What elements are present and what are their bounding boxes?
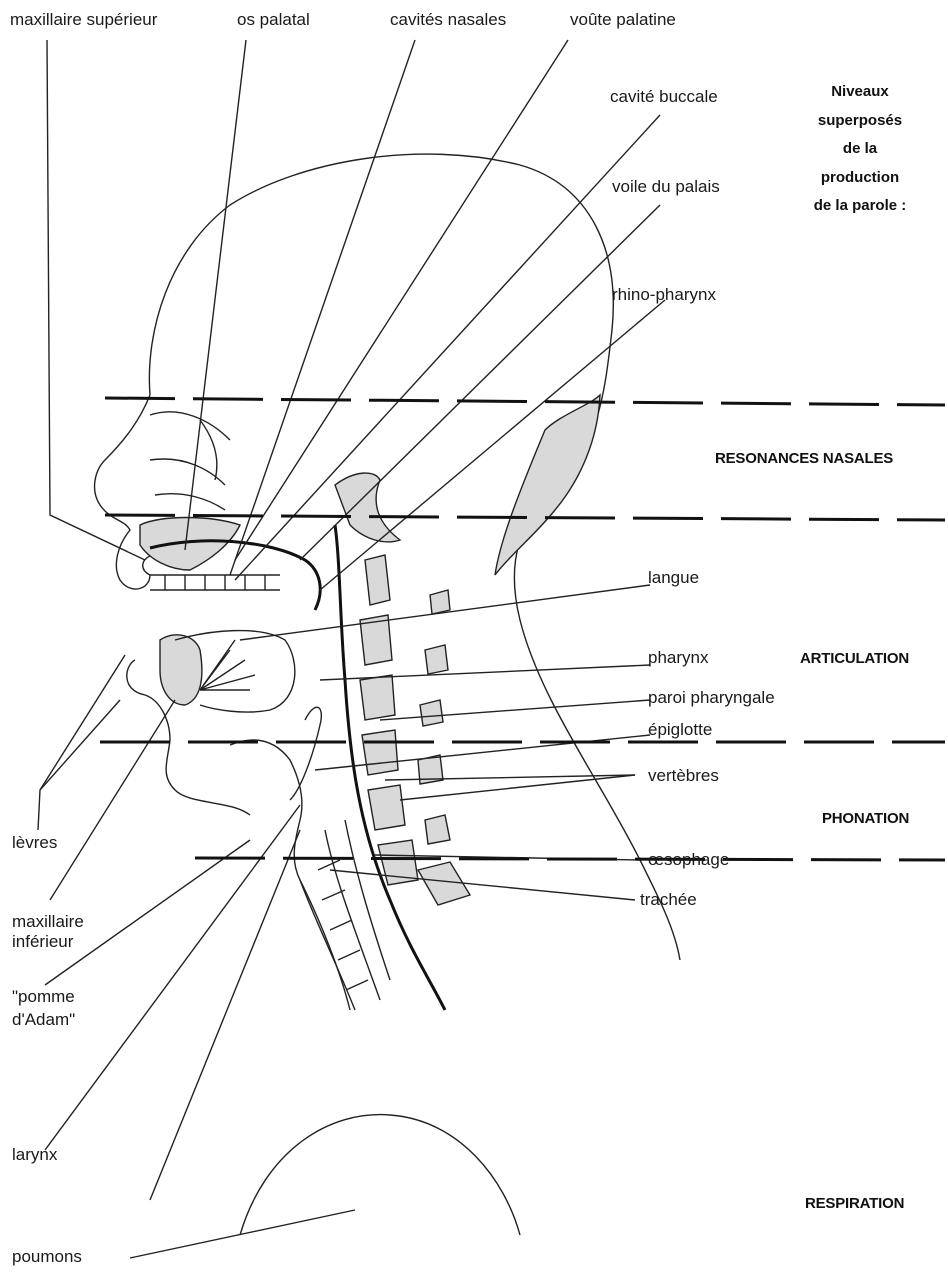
- vertebrae-column: [360, 555, 470, 905]
- label-trachee: trachée: [640, 890, 697, 910]
- level-resonances-nasales: RESONANCES NASALES: [715, 450, 893, 467]
- header-line: de la parole :: [780, 192, 940, 221]
- epiglottis: [290, 707, 321, 800]
- spinous-process: [425, 645, 448, 674]
- label-epiglotte: épiglotte: [648, 720, 712, 740]
- trachea: [300, 860, 368, 1010]
- vertebra: [360, 615, 392, 665]
- label-pomme-adam-1: "pomme: [12, 987, 75, 1007]
- tongue-fibers: [200, 640, 255, 690]
- header-line: de la: [780, 135, 940, 164]
- label-pomme-adam-2: d'Adam": [12, 1010, 75, 1030]
- vertebra: [360, 675, 395, 720]
- leader-lines: [38, 40, 665, 1258]
- label-paroi-pharyngale: paroi pharyngale: [648, 688, 775, 708]
- level-phonation: PHONATION: [822, 810, 909, 827]
- vertebra: [362, 730, 398, 775]
- label-voute-palatine: voûte palatine: [570, 10, 676, 30]
- vertebra: [368, 785, 405, 830]
- level-divider-1: [105, 398, 945, 405]
- label-levres: lèvres: [12, 833, 57, 853]
- hard-palate-bone: [140, 518, 240, 571]
- label-larynx: larynx: [12, 1145, 57, 1165]
- label-langue: langue: [648, 568, 699, 588]
- nasal-turbinates: [150, 412, 230, 510]
- label-maxillaire-superieur: maxillaire supérieur: [10, 10, 157, 30]
- label-rhino-pharynx: rhino-pharynx: [612, 285, 716, 305]
- level-respiration: RESPIRATION: [805, 1195, 904, 1212]
- label-poumons: poumons: [12, 1247, 82, 1267]
- occipital-bone: [495, 395, 600, 575]
- header-line: production: [780, 164, 940, 193]
- label-oesophage: œsophage: [648, 850, 729, 870]
- lungs-outline: [240, 1115, 520, 1235]
- head-outline: [149, 154, 680, 960]
- label-cavites-nasales: cavités nasales: [390, 10, 506, 30]
- label-os-palatal: os palatal: [237, 10, 310, 30]
- label-voile-du-palais: voile du palais: [612, 177, 720, 197]
- spinous-process: [420, 700, 443, 726]
- header-line: Niveaux: [780, 78, 940, 107]
- spinous-process: [425, 815, 450, 844]
- level-divider-4: [195, 858, 945, 860]
- face-profile: [95, 395, 250, 815]
- label-pharynx: pharynx: [648, 648, 708, 668]
- label-vertebres: vertèbres: [648, 766, 719, 786]
- label-cavite-buccale: cavité buccale: [610, 87, 718, 107]
- label-maxillaire-inferieur-2: inférieur: [12, 932, 73, 952]
- upper-teeth: [150, 575, 280, 590]
- label-maxillaire-inferieur-1: maxillaire: [12, 912, 84, 932]
- spinous-process: [430, 590, 450, 614]
- lower-jaw-bone: [160, 635, 202, 705]
- levels-header: Niveaux superposés de la production de l…: [780, 78, 940, 221]
- level-articulation: ARTICULATION: [800, 650, 909, 667]
- header-line: superposés: [780, 107, 940, 136]
- vertebra: [365, 555, 390, 605]
